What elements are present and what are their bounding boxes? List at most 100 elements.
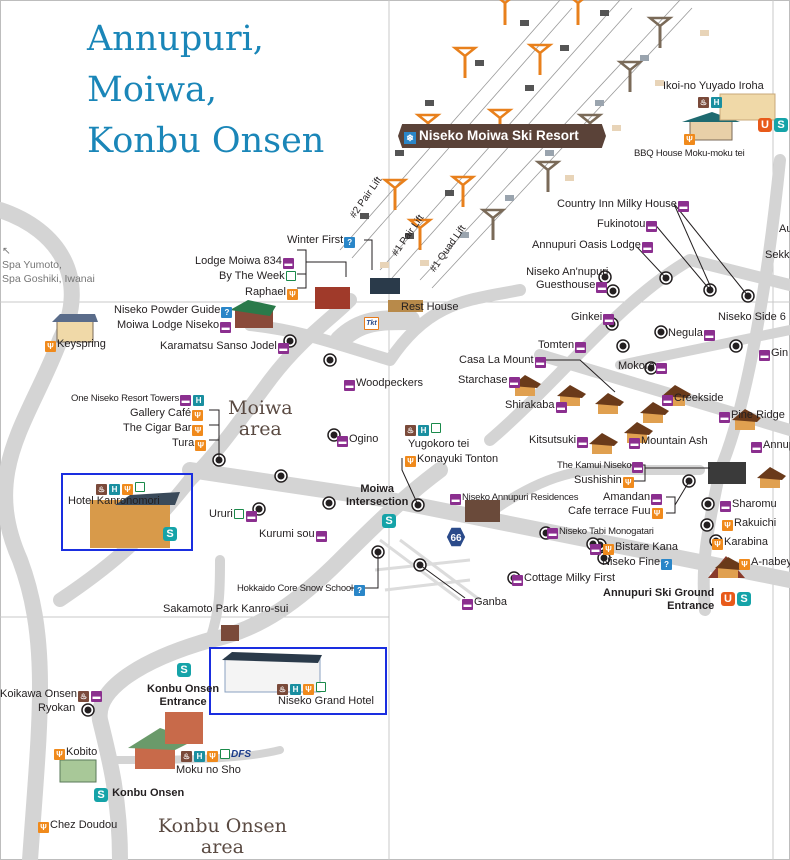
roof	[222, 652, 322, 663]
place-negula[interactable]: Negula▬	[668, 327, 716, 341]
place-gin[interactable]: ▬Gin	[758, 347, 788, 361]
place-by-the-week[interactable]: By The Week	[219, 270, 297, 283]
place-ururi[interactable]: Ururi▬	[209, 508, 258, 522]
place-moiwa-intersection[interactable]: Moiwa Intersection	[346, 483, 408, 509]
place-one-niseko[interactable]: One Niseko Resort Towers▬H	[71, 392, 205, 406]
location-pin[interactable]	[700, 518, 714, 532]
place-pine-ridge[interactable]: ▬Pine Ridge	[718, 409, 785, 423]
bus-stop-moiwa-intersection[interactable]: S	[381, 513, 397, 528]
place-lodge-moiwa-834[interactable]: Lodge Moiwa 834▬	[195, 255, 295, 269]
place-annup[interactable]: ▬Annup	[750, 439, 790, 453]
place-mokoro[interactable]: Mokoro▬	[618, 360, 668, 374]
place-ginkei[interactable]: Ginkei▬	[571, 311, 615, 325]
bus-stop-konbu-onsen[interactable]: S Konbu Onsen	[93, 787, 184, 802]
highlight-box-grand-hotel[interactable]	[209, 647, 387, 715]
place-kamui[interactable]: The Kamui Niseko▬	[557, 459, 644, 473]
place-kurumi[interactable]: Kurumi sou▬	[259, 528, 328, 542]
ticket-office[interactable]: Tkt	[363, 314, 380, 330]
location-pin[interactable]	[616, 339, 630, 353]
place-oasis[interactable]: Annupuri Oasis Lodge▬	[532, 239, 654, 253]
place-cottage[interactable]: ▬Cottage Milky First	[511, 572, 615, 586]
place-country-inn[interactable]: Country Inn Milky House▬	[557, 198, 690, 212]
place-sharomu[interactable]: ▬Sharomu	[719, 498, 777, 512]
place-koikawa[interactable]: Koikawa Onsen♨▬ Ryokan	[0, 688, 103, 715]
location-pin[interactable]	[701, 497, 715, 511]
bus-stop-kanronomori[interactable]: S	[162, 526, 178, 541]
place-kitsutsuki[interactable]: Kitsutsuki▬	[529, 434, 589, 448]
place-starchase[interactable]: Starchase▬	[458, 374, 521, 388]
place-moku-no-sho[interactable]: Moku no Sho	[176, 764, 241, 777]
place-moiwa-lodge[interactable]: Moiwa Lodge Niseko▬	[117, 319, 232, 333]
location-pin[interactable]	[654, 325, 668, 339]
onsen-icon: ♨	[78, 691, 90, 702]
place-yugokoro[interactable]: Yugokoro tei	[408, 438, 469, 451]
place-winter-first[interactable]: Winter First?	[287, 234, 356, 248]
location-pins	[81, 270, 755, 717]
lift-tower	[499, 0, 511, 25]
place-grand-hotel[interactable]: Niseko Grand Hotel	[278, 695, 374, 708]
place-ski-ground-entrance[interactable]: Annupuri Ski Ground Entrance	[603, 587, 714, 613]
bus-stop-konbu-entrance[interactable]: S	[176, 662, 192, 677]
place-bbq[interactable]: BBQ House Moku-moku tei	[634, 147, 745, 160]
place-shirakaba[interactable]: Shirakaba▬	[505, 399, 568, 413]
place-ikoi[interactable]: Ikoi-no Yuyado Iroha	[663, 80, 764, 93]
place-amandan[interactable]: Amandan▬	[603, 491, 663, 505]
resort-banner[interactable]: ❄Niseko Moiwa Ski Resort	[398, 124, 606, 148]
place-fukinotou[interactable]: Fukinotou▬	[597, 218, 658, 232]
hotel-icon: ▬	[220, 322, 232, 333]
location-pin[interactable]	[322, 496, 336, 510]
location-pin[interactable]	[323, 353, 337, 367]
location-pin[interactable]	[81, 703, 95, 717]
place-ganba[interactable]: ▬Ganba	[461, 596, 507, 610]
place-label: Pine Ridge	[731, 409, 785, 421]
place-creekside[interactable]: ▬Creekside	[661, 392, 724, 406]
place-sekk[interactable]: Sekk	[765, 249, 789, 262]
place-au[interactable]: Au	[779, 223, 790, 236]
place-label: Niseko Grand Hotel	[278, 695, 374, 707]
place-powder-guide[interactable]: Niseko Powder Guide?	[114, 304, 233, 318]
location-pin[interactable]	[274, 469, 288, 483]
highlight-box-kanronomori[interactable]	[61, 473, 193, 551]
place-label: Tomten	[538, 339, 575, 351]
place-core-snow[interactable]: Hokkaido Core Snow School?	[237, 582, 366, 596]
place-rest-house[interactable]: Rest House	[401, 301, 458, 314]
hotel-icon: ▬	[603, 314, 615, 325]
location-pin[interactable]	[729, 339, 743, 353]
place-mountain-ash[interactable]: ▬Mountain Ash	[628, 435, 708, 449]
place-niseko-fine[interactable]: Niseko Fine?	[602, 556, 673, 570]
hot-spring-icon: H	[418, 425, 429, 436]
place-label: Tura	[172, 437, 195, 449]
place-residences[interactable]: ▬Niseko Annupuri Residences	[449, 491, 578, 505]
place-label: Karamatsu Sanso Jodel	[160, 340, 277, 352]
place-casa-la-mount[interactable]: Casa La Mount▬	[459, 354, 547, 368]
place-ogino[interactable]: ▬Ogino	[336, 433, 378, 447]
shop-icon	[233, 509, 244, 519]
place-annupuri-guesthouse[interactable]: Niseko An'nupuri Guesthouse▬	[514, 266, 608, 293]
place-niseko-side-6[interactable]: Niseko Side 6	[718, 311, 786, 324]
place-tabi[interactable]: ▬Niseko Tabi Monogatari	[546, 525, 654, 539]
place-tomten[interactable]: Tomten▬	[538, 339, 587, 353]
location-pin[interactable]	[606, 284, 620, 298]
place-label: Cafe terrace Fuu	[568, 505, 651, 517]
place-sakamoto[interactable]: Sakamoto Park Kanro-sui	[163, 603, 288, 616]
place-karamatsu[interactable]: Karamatsu Sanso Jodel▬	[160, 340, 290, 354]
place-label: Bistare Kana	[615, 541, 678, 553]
restaurant-icon: Ψ	[603, 544, 614, 555]
place-kanronomori[interactable]: Hotel Kanronomori	[68, 495, 160, 508]
place-konbu-entrance[interactable]: Konbu Onsen Entrance	[147, 683, 219, 709]
place-woodpeckers[interactable]: ▬Woodpeckers	[343, 377, 423, 391]
